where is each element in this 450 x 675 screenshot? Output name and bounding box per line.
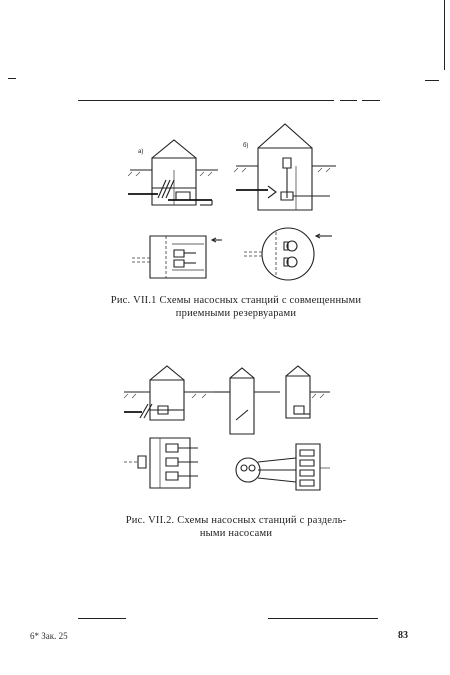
station-2-section [214,368,280,434]
header-rule [78,100,334,101]
footer-rule-left [78,618,126,619]
station-b-section [234,124,336,210]
figure1-caption-line2: приемными резервуарами [175,308,297,319]
top-left-tick [8,78,16,79]
header-rule-right-a [340,100,357,101]
top-right-tick [425,80,439,81]
station-2-plan [236,444,330,490]
header-rule-right-b [362,100,380,101]
footer-rule-mid [268,618,378,619]
figure1-label-b: б) [243,143,248,149]
figure-vii-1-drawing: а) б) [0,0,450,280]
station-a-plan [132,236,222,278]
figure2-caption-line2: ными насосами [199,528,273,539]
top-right-edge-mark [444,0,445,70]
figure1-label-a: а) [138,149,143,155]
figure2-caption-line1: Рис. VII.2. Схемы насосных станций с раз… [125,515,347,526]
figure1-caption-line1: Рис. VII.1 Схемы насосных станций с совм… [110,295,362,306]
station-1-section [124,366,214,420]
page-number: 83 [398,630,408,641]
station-a-section [128,140,218,205]
station-1-plan [124,438,198,488]
station-3-section [286,366,330,418]
figure-vii-2-drawing [0,0,450,520]
footer-left-text: 6* Зак. 25 [30,631,68,641]
station-b-plan [244,228,332,280]
